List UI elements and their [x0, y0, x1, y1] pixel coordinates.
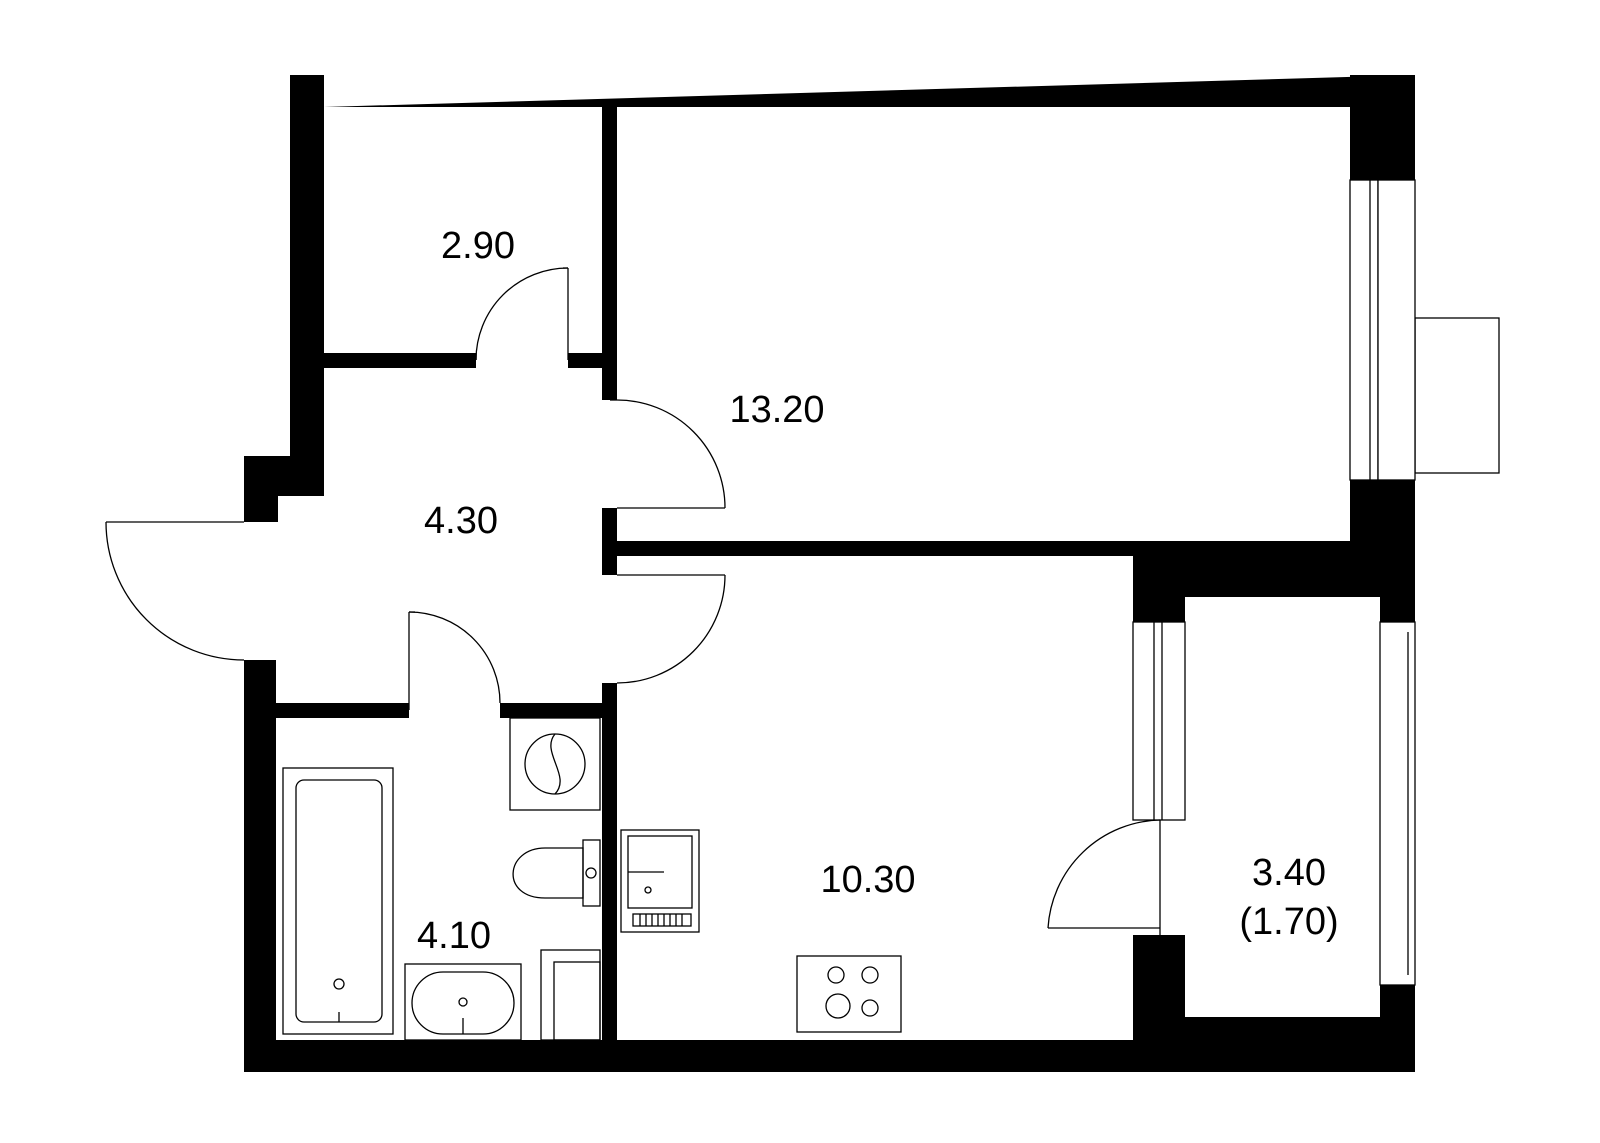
balcony-wall-left-low — [1133, 935, 1185, 1040]
bedroom-area-label: 13.20 — [729, 389, 824, 431]
bedroom-window-sill — [1414, 317, 1500, 474]
kitchen-door — [616, 574, 726, 684]
bathtub — [282, 767, 394, 1035]
partition-vertical-top — [602, 107, 617, 400]
kitchen-area-label: 10.30 — [820, 859, 915, 901]
storage-door — [475, 267, 569, 361]
doors — [105, 267, 1161, 935]
toilet — [512, 839, 601, 907]
bath-floor — [276, 718, 602, 1040]
bathroom-door — [408, 611, 501, 710]
left-wall-lower — [244, 660, 276, 1072]
door-opening-kitchen — [602, 575, 617, 683]
wall-hall-bath-right — [500, 703, 604, 718]
wall-storage-hall-right — [568, 353, 604, 368]
windows — [1132, 179, 1500, 986]
fixtures — [282, 717, 902, 1041]
balcony-area-label: 3.40 — [1252, 852, 1326, 894]
kitchen-window — [1132, 621, 1186, 821]
bath-cabinet — [540, 949, 601, 1041]
bathroom-area-label: 4.10 — [417, 915, 491, 957]
bedroom-floor — [617, 107, 1350, 541]
left-wall-upper — [244, 75, 324, 522]
door-opening-bath — [409, 703, 500, 718]
partition-vertical-mid2 — [602, 556, 617, 575]
washing-machine — [509, 717, 601, 811]
wall-storage-hall-left — [324, 353, 476, 368]
door-opening-storage — [476, 353, 568, 368]
wall-hall-bath-left — [276, 703, 409, 718]
door-opening-bedroom — [602, 400, 617, 508]
door-opening-balcony — [1133, 820, 1185, 935]
bath-sink — [404, 963, 522, 1041]
bedroom-window — [1349, 179, 1379, 481]
partition-vertical-mid — [602, 508, 617, 556]
bedroom-door — [610, 399, 726, 509]
right-wall-upper — [1350, 75, 1415, 180]
room-labels: 2.90 13.20 4.30 4.10 10.30 3.40 (1.70) — [417, 225, 1339, 957]
balcony-glazing — [1379, 621, 1416, 986]
stove — [796, 955, 902, 1033]
partition-vertical-low — [602, 683, 617, 1043]
balcony-floor — [1185, 597, 1380, 1017]
balcony-wall-left-top — [1133, 556, 1185, 622]
hallway-area-label: 4.30 — [424, 500, 498, 542]
door-opening-entrance — [244, 522, 276, 660]
fridge — [620, 829, 700, 933]
balcony-reduced-area-label: (1.70) — [1239, 901, 1338, 943]
entrance-jambs — [244, 456, 324, 703]
room-floors — [244, 107, 1380, 1040]
hall-floor — [324, 368, 602, 703]
storage-floor — [324, 107, 602, 353]
storage-area-label: 2.90 — [441, 225, 515, 267]
hall-floor-step — [276, 496, 324, 703]
entrance-door — [105, 521, 245, 661]
bottom-wall — [244, 1040, 1415, 1072]
balcony-door — [1047, 819, 1161, 935]
kitchen-floor — [617, 556, 1133, 1040]
walls — [244, 75, 1415, 1072]
